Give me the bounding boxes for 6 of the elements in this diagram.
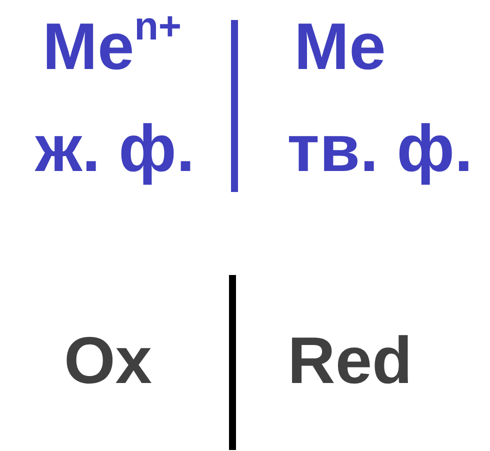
phase-label: ж. ф. xyxy=(34,110,196,186)
phase-label: Me$^{n+}$ xyxy=(42,8,182,84)
phase-label: Red xyxy=(286,322,414,398)
phase-label: Me xyxy=(293,8,387,84)
phase-label: Ox xyxy=(62,322,154,398)
phase-label: тв. ф. xyxy=(286,110,474,186)
